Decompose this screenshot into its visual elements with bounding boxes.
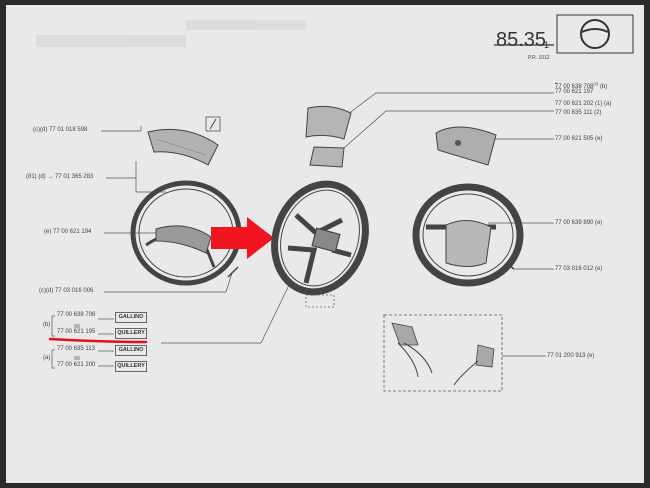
variant-group-b-tag: (b) bbox=[43, 322, 51, 328]
page-reference: P.R. 1012 bbox=[528, 55, 550, 61]
variant-group-a-tag: (a) bbox=[43, 355, 51, 361]
ghost-print bbox=[36, 20, 306, 47]
page-subnumber: 1 bbox=[544, 40, 550, 50]
callout-right-1a: 77 00 638 708(2) (b) bbox=[555, 81, 608, 90]
variant-brackets bbox=[51, 315, 114, 369]
steering-wheel-center bbox=[271, 180, 369, 308]
variant-label-box: GALLINO bbox=[115, 312, 147, 323]
variant-part: 77 00 621 200 bbox=[57, 362, 96, 368]
red-underline bbox=[48, 337, 148, 344]
red-arrow-icon bbox=[211, 217, 274, 259]
page-number: 85.35 bbox=[496, 29, 547, 51]
callout-right-4: 77 00 639 890 (e) bbox=[555, 220, 603, 226]
variant-label-box: QUILLERY bbox=[115, 361, 147, 372]
callout-right-2b: 77 00 635 111 (2) bbox=[555, 110, 602, 116]
variant-label-box: GALLINO bbox=[115, 345, 147, 356]
callout-left-4: (c)(d) 77 03 016 006 bbox=[39, 288, 94, 294]
horn-cover-center bbox=[305, 105, 352, 168]
callout-left-1: (c)(d) 77 01 018 598 bbox=[33, 127, 88, 133]
callout-right-2a: 77 00 621 202 (1) (a) bbox=[555, 101, 612, 107]
diagram-art bbox=[36, 14, 634, 392]
callout-left-2: (81) (d) → 77 01 365 283 bbox=[26, 174, 94, 180]
variant-label-box: QUILLERY bbox=[115, 328, 147, 339]
variant-part: 77 00 621 195 bbox=[57, 329, 96, 335]
callout-right-5: 77 03 016 012 (e) bbox=[555, 266, 603, 272]
horn-pad-right bbox=[435, 126, 497, 166]
steering-wheel-right bbox=[412, 183, 524, 287]
callout-right-6: 77 01 200 913 (e) bbox=[547, 353, 595, 359]
horn-pad-left bbox=[147, 116, 221, 166]
variant-part: 77 00 638 706 bbox=[57, 312, 96, 318]
callout-right-1b: 77 00 621 197 bbox=[555, 89, 594, 95]
callout-right-3: 77 00 621 505 (e) bbox=[555, 136, 603, 142]
parts-catalog-page: 85.35 1 P.R. 1012 (c)(d) 77 01 018 598 (… bbox=[6, 5, 644, 483]
steering-wheel-icon bbox=[556, 14, 634, 54]
callout-left-3: (e) 77 00 621 194 bbox=[44, 229, 92, 235]
switch-assembly bbox=[383, 314, 503, 392]
variant-part: 77 00 635 113 bbox=[57, 346, 95, 352]
